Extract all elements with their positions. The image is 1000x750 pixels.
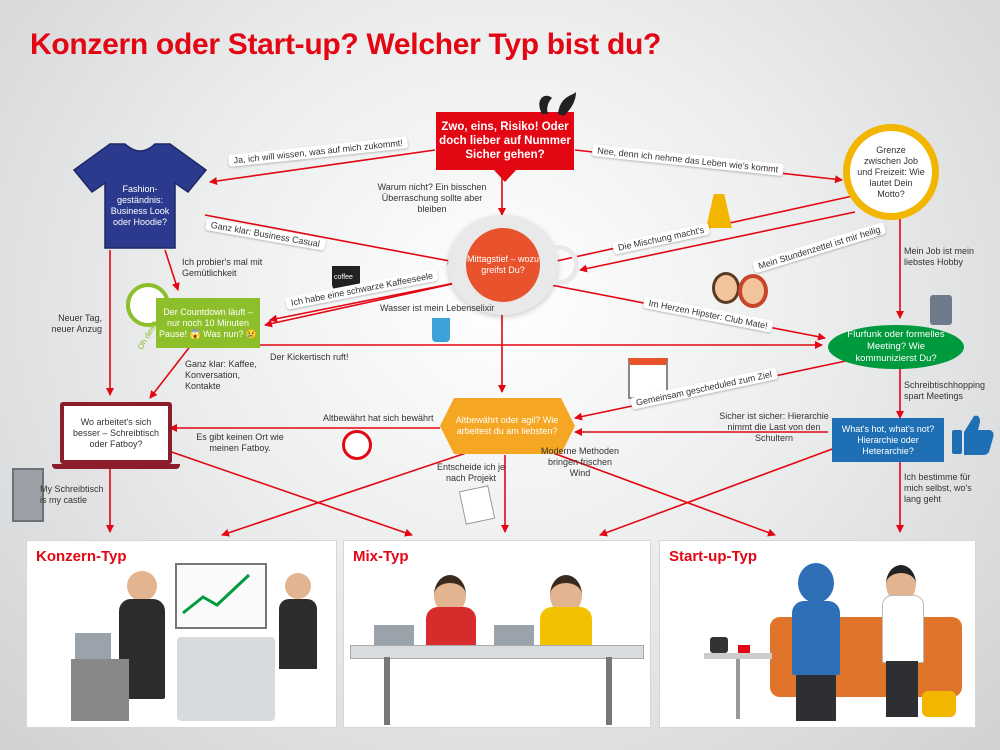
countdown-question: Der Countdown läuft – nur noch 10 Minute…: [156, 298, 260, 348]
label-l20: Entscheide ich je nach Projekt: [435, 462, 507, 484]
start-question: Zwo, eins, Risiko! Oder doch lieber auf …: [438, 114, 572, 168]
office-desk: [177, 637, 275, 721]
result-panel-mix: Mix-Typ: [343, 540, 651, 728]
panel-title-mix: Mix-Typ: [353, 548, 409, 565]
startup-woman-icon: [882, 595, 924, 663]
laptop-base: [52, 464, 180, 469]
arrow: [600, 448, 835, 535]
hoodie-man-legs: [796, 675, 836, 721]
laptop-on-desk: [75, 633, 111, 659]
handbag-icon: [922, 691, 956, 717]
businessman-head: [127, 571, 157, 601]
red-mug-icon: [738, 645, 750, 653]
label-l18: Sicher ist sicher: Hierarchie nimmt die …: [712, 411, 836, 444]
table-leg: [384, 657, 390, 725]
arrow: [205, 215, 455, 262]
businesswoman-icon: [279, 599, 317, 669]
side-table-leg: [736, 659, 740, 719]
man-in-yellow-icon: [540, 607, 592, 647]
panel-title-konzern: Konzern-Typ: [36, 548, 127, 565]
hoodie-man-head: [798, 563, 834, 603]
label-l19: Es gibt keinen Ort wie meinen Fatboy.: [195, 432, 285, 454]
arrow: [160, 448, 412, 535]
panel-title-startup: Start-up-Typ: [669, 548, 757, 565]
devil-horn-icon: [539, 96, 552, 114]
laptop-question: Wo arbeitet's sich besser – Schreibtisch…: [66, 407, 166, 459]
page-title: Konzern oder Start-up? Welcher Typ bist …: [30, 28, 661, 62]
laptop-right: [494, 625, 534, 647]
growth-chart-board: [175, 563, 267, 629]
coffee-question: Mittagstief – wozu greifst Du?: [466, 228, 540, 302]
shared-table: [350, 645, 644, 659]
agile-question: Altbewährt oder agil? Wie arbeitest du a…: [452, 403, 562, 449]
businesswoman-head: [285, 573, 311, 599]
arrow: [165, 250, 178, 290]
label-l17: Altbewährt hat sich bewährt: [323, 413, 434, 424]
label-l10: Wasser ist mein Lebenselixir: [380, 303, 494, 314]
label-l5: Ich probier's mal mit Gemütlichkeit: [182, 257, 272, 279]
label-l23: Ich bestimme für mich selbst, wo's lang …: [904, 472, 988, 505]
standing-desk: [71, 659, 129, 721]
startup-woman-legs: [886, 661, 918, 717]
result-panel-startup: Start-up-Typ: [659, 540, 976, 728]
hierarchy-question: What's hot, what's not? Hierarchie oder …: [832, 418, 944, 462]
label-l12: Neuer Tag, neuer Anzug: [40, 313, 102, 335]
result-panel-konzern: Konzern-Typ: [26, 540, 337, 728]
clock-question: Grenze zwischen Job und Freizeit: Wie la…: [857, 140, 925, 204]
hipster-woman-icon: [738, 274, 768, 308]
alarm-clock-icon: [342, 430, 372, 460]
trend-up-icon: [177, 565, 261, 623]
label-l16: Schreibtischhopping spart Meetings: [904, 380, 994, 402]
shirt-question: Fashion-geständnis: Business Look oder H…: [108, 170, 172, 242]
label-l13: Der Kickertisch ruft!: [270, 352, 349, 363]
coffee-cup-text: coffee: [334, 272, 353, 283]
label-l14: Ganz klar: Kaffee, Konversation, Kontakt…: [185, 359, 257, 392]
woman-in-red-icon: [426, 607, 476, 647]
hipster-man-icon: [712, 272, 740, 304]
table-leg: [606, 657, 612, 725]
flurfunk-question: Flurfunk oder formelles Meeting? Wie kom…: [828, 325, 964, 369]
coffee-pot-icon: [710, 637, 728, 653]
thumbs-up-icon: [950, 412, 996, 456]
label-l8: Mein Job ist mein liebstes Hobby: [904, 246, 984, 268]
phone-icon: [930, 295, 952, 325]
laptop-left: [374, 625, 414, 647]
hoodie-man-icon: [792, 601, 840, 675]
label-l3: Warum nicht? Ein bisschen Überraschung s…: [370, 182, 494, 215]
label-l21: Moderne Methoden bringen frischen Wind: [537, 446, 623, 479]
label-l22: My Schreibtisch is my castle: [40, 484, 108, 506]
water-glass-icon: [432, 318, 450, 342]
